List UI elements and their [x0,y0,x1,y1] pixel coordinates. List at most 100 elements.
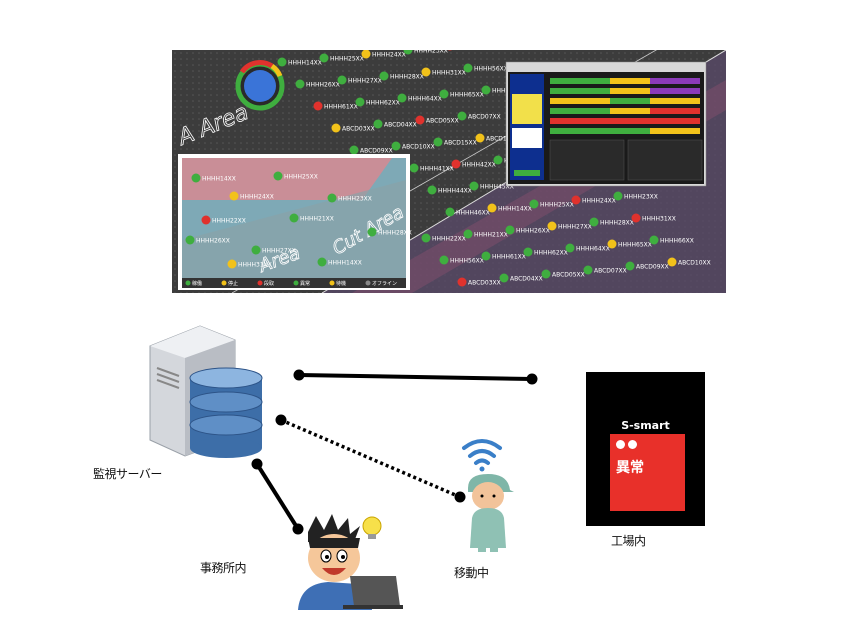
status-dot-icon [487,203,497,213]
status-tag: ABCD04XX [373,119,417,129]
status-dot-icon [457,111,467,121]
status-tag-label: HHHH22XX [212,218,246,225]
status-dot-icon [547,221,557,231]
status-dot-icon [475,133,485,143]
status-tag: ABCD10XX [667,257,711,267]
status-dot-icon [439,89,449,99]
status-dot-icon [373,119,383,129]
status-tag-label: HHHH45XX [480,184,514,191]
status-dot-icon [289,213,299,223]
status-dot-icon [327,193,337,203]
office-worker-icon [298,514,403,610]
status-tag-label: HHHH23XX [624,194,658,201]
status-dot-icon [463,63,473,73]
wifi-icon [462,439,502,472]
dashboard-bar-segment [550,128,610,134]
status-tag-label: HHHH62XX [366,100,400,107]
mobile-worker-icon [462,439,514,552]
status-dot-icon [331,123,341,133]
status-tag: ABCD09XX [625,261,669,271]
dashboard-bar-rows [550,78,700,134]
dashboard-bar-segment [650,78,700,84]
status-dot-icon [523,247,533,257]
status-dot-icon [493,155,503,165]
status-tag-label: HHHH24XX [582,198,616,205]
status-tag-label: HHHH28XX [378,230,412,237]
status-tag: HHHH62XX [523,247,568,257]
status-tag-label: HHHH56XX [474,66,508,73]
status-tag: ABCD07XX [583,265,627,275]
server-label: 監視サーバー [93,467,162,481]
status-tag-label: ABCD10XX [402,144,435,151]
status-tag: HHHH61XX [313,101,358,111]
status-tag: ABCD03XX [331,123,375,133]
status-dot-icon [313,101,323,111]
status-dot-icon [631,213,641,223]
dashboard-bar-segment [610,78,650,84]
dashboard-bar-segment [610,98,650,104]
status-tag-label: HHHH25XX [540,202,574,209]
dashboard-bar-segment [550,108,610,114]
status-dot-icon [433,137,443,147]
status-dot-icon [469,181,479,191]
dashboard-bar-segment [610,88,650,94]
status-tag-label: ABCD10XX [678,260,711,267]
status-dot-icon [541,269,551,279]
status-dot-icon [607,239,617,249]
status-tag-label: HHHH44XX [438,188,472,195]
dashboard-bar-segment [650,108,700,114]
map-status-tags: HHHH14XX HHHH25XX HHHH24XX HHHH23XX HHHH22XX… [277,50,711,287]
status-dot-icon [481,251,491,261]
legend-label: 待機 [336,280,346,287]
status-tag-label: HHHH26XX [306,82,340,89]
status-tag: HHHH28XX [379,71,424,81]
line-server-factory [298,373,533,381]
endpoint-dot [454,491,466,503]
status-tag: ABCD05XX [415,115,459,125]
status-tag: HHHH45XX [469,181,514,191]
status-tag: ABCD10XX [391,141,435,151]
status-tag: HHHH26XX [505,225,550,235]
status-dot-icon [445,207,455,217]
status-tag: HHHH66XX [649,235,694,245]
legend-dot-icon [185,280,191,286]
status-tag-label: ABCD03XX [342,126,375,133]
legend-dot-icon [293,280,299,286]
status-tag: ABCD04XX [499,273,543,283]
dashboard-bar-segment [550,98,610,104]
dashboard-bar-segment [650,88,700,94]
status-tag: ABCD09XX [349,145,393,155]
status-tag: HHHH22XX [201,215,246,225]
factory-tablet: S-smart 異常 [586,372,705,526]
status-tag-label: ABCD07XX [594,268,627,275]
status-tag: HHHH28XX [367,227,412,237]
status-tag: HHHH64XX [565,243,610,253]
status-tag: HHHH62XX [355,97,400,107]
status-tag: HHHH61XX [481,251,526,261]
status-tag: HHHH22XX [447,50,490,51]
status-tag-label: HHHH27XX [558,224,592,231]
status-legend: 稼働停止段取異常待機オフライン [185,280,397,287]
status-tag: HHHH56XX [463,63,508,73]
status-dot-icon [625,261,635,271]
endpoint-dot [275,414,287,426]
status-dot-icon [628,440,637,449]
status-tag-label: HHHH65XX [450,92,484,99]
status-tag-label: HHHH46XX [456,210,490,217]
status-tag: HHHH14XX [487,203,532,213]
status-tag-label: HHHH22XX [432,236,466,243]
status-dot-icon [439,255,449,265]
status-dot-icon [409,163,419,173]
status-tag: HHHH24XX [229,191,274,201]
status-tag: HHHH31XX [631,213,676,223]
status-tag-label: ABCD05XX [552,272,585,279]
legend-label: 異常 [300,280,310,287]
status-tag: HHHH46XX [445,207,490,217]
status-tag: HHHH14XX [191,173,236,183]
status-dot-icon [273,171,283,181]
status-dot-icon [447,50,453,51]
status-tag: ABCD03XX [457,277,501,287]
status-tag: ABCD05XX [541,269,585,279]
